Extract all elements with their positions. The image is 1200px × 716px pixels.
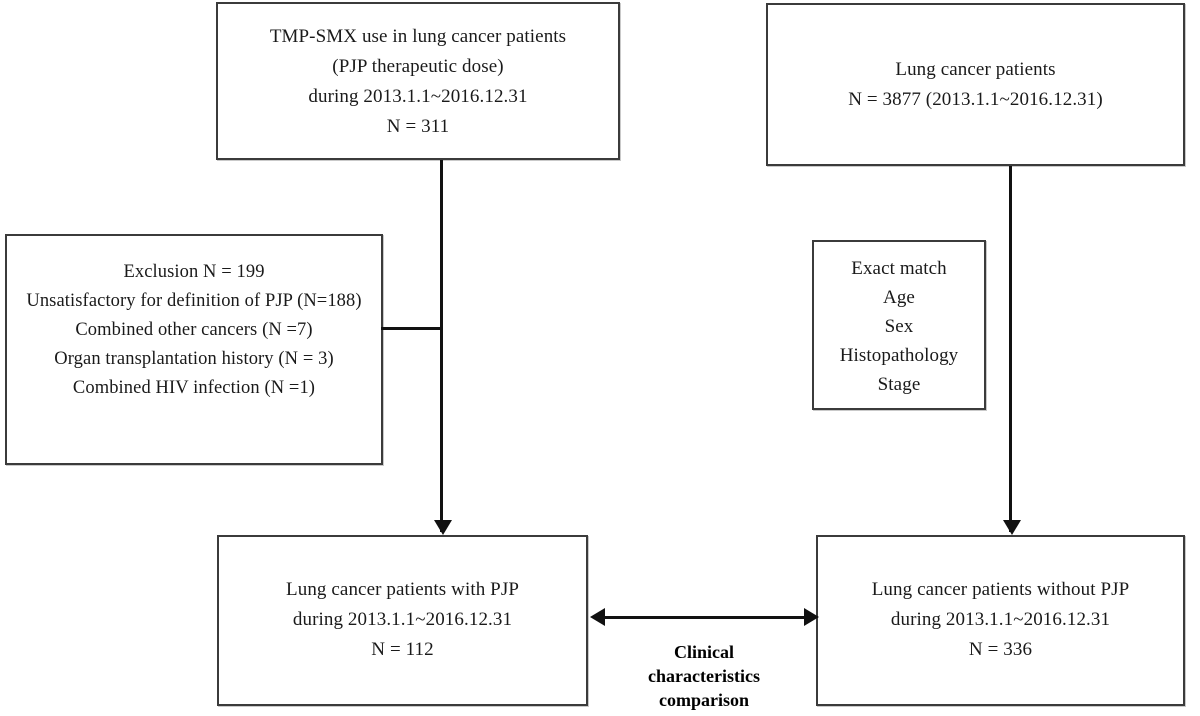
box-exact-match-line-5: Stage xyxy=(877,374,921,395)
comparison-label-line-1: Clinical xyxy=(673,642,734,662)
connector-source-to-case-line xyxy=(440,160,443,532)
box-exact-match-line-3: Sex xyxy=(884,316,914,337)
comparison-label: Clinical characteristics comparison xyxy=(604,640,804,712)
box-control-group-line-2: during 2013.1.1~2016.12.31 xyxy=(890,609,1111,630)
box-case-group-line-1: Lung cancer patients with PJP xyxy=(286,579,519,600)
box-source-cohort-line-1: TMP-SMX use in lung cancer patients xyxy=(269,26,567,47)
connector-exclusion-branch-line xyxy=(381,327,442,330)
box-case-group-line-3: N = 112 xyxy=(371,639,434,660)
arrow-down-icon-source-to-case xyxy=(434,520,452,535)
connector-comparison-line xyxy=(600,616,806,619)
box-exclusion-line-5: Combined HIV infection (N =1) xyxy=(72,378,316,398)
arrow-right-icon-comparison xyxy=(804,608,819,626)
box-case-group-line-2: during 2013.1.1~2016.12.31 xyxy=(292,609,513,630)
arrow-down-icon-cohort-to-control xyxy=(1003,520,1021,535)
box-source-cohort-line-2: (PJP therapeutic dose) xyxy=(332,56,504,77)
box-exclusion-line-4: Organ transplantation history (N = 3) xyxy=(54,349,334,369)
box-lung-cancer-cohort-line-1: Lung cancer patients xyxy=(895,59,1056,80)
box-lung-cancer-cohort-line-2: N = 3877 (2013.1.1~2016.12.31) xyxy=(848,89,1103,110)
box-control-group-line-3: N = 336 xyxy=(968,639,1033,660)
comparison-label-line-3: comparison xyxy=(659,690,749,710)
box-control-group: Lung cancer patients without PJP during … xyxy=(816,535,1185,706)
box-exclusion-line-1: Exclusion N = 199 xyxy=(123,262,265,282)
comparison-label-line-2: characteristics xyxy=(648,666,760,686)
box-exact-match-line-1: Exact match xyxy=(851,258,947,279)
box-control-group-line-1: Lung cancer patients without PJP xyxy=(871,579,1130,600)
box-lung-cancer-cohort: Lung cancer patients N = 3877 (2013.1.1~… xyxy=(766,3,1185,166)
box-exclusion-line-2: Unsatisfactory for definition of PJP (N=… xyxy=(26,291,362,311)
box-source-cohort-line-3: during 2013.1.1~2016.12.31 xyxy=(308,86,528,107)
connector-cohort-to-control-line xyxy=(1009,166,1012,532)
box-exact-match-line-4: Histopathology xyxy=(839,345,959,366)
box-exclusion-line-3: Combined other cancers (N =7) xyxy=(75,320,313,340)
box-exclusion: Exclusion N = 199 Unsatisfactory for def… xyxy=(5,234,383,465)
box-exact-match: Exact match Age Sex Histopathology Stage xyxy=(812,240,986,410)
arrow-left-icon-comparison xyxy=(590,608,605,626)
box-source-cohort-line-4: N = 311 xyxy=(386,116,450,137)
box-source-cohort: TMP-SMX use in lung cancer patients (PJP… xyxy=(216,2,620,160)
box-case-group: Lung cancer patients with PJP during 201… xyxy=(217,535,588,706)
box-exact-match-line-2: Age xyxy=(883,287,915,308)
